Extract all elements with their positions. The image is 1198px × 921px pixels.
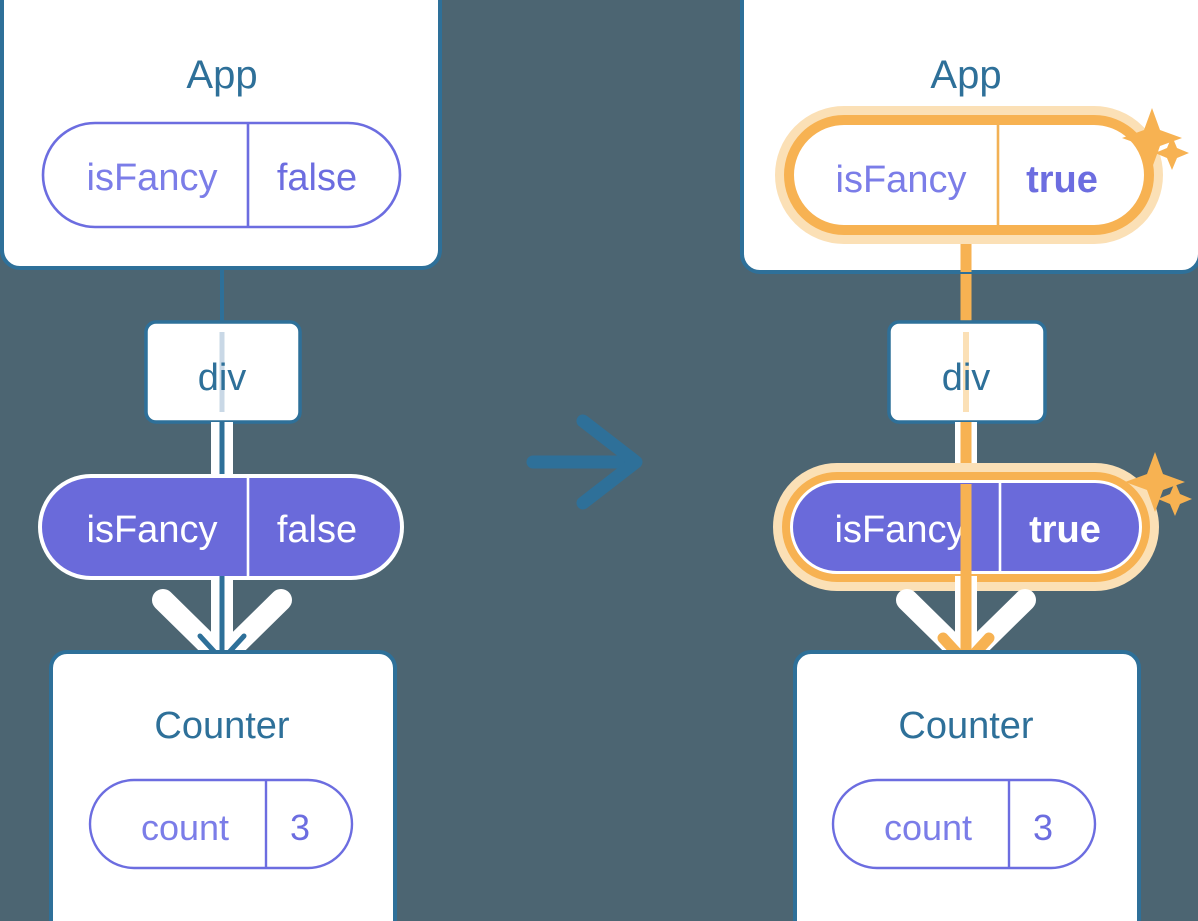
state-pill-glow-after: [775, 106, 1163, 244]
sparkle-large-icon: [1122, 108, 1182, 168]
component-box-counter-before: Counter count 3: [49, 650, 397, 921]
count-pill-value-before: 3: [290, 807, 310, 848]
element-box-div-before: div: [144, 320, 302, 424]
prop-pill-value-before: false: [277, 509, 357, 551]
count-pill-key-after: count: [884, 807, 972, 848]
sparkle-group-app-after: [1122, 108, 1189, 170]
prop-pill-isfancy-before: isFancy false: [38, 474, 404, 580]
prop-arrow-to-counter-before: [152, 576, 292, 669]
state-pill-outline-after: [784, 115, 1154, 235]
prop-pill-key-after: isFancy: [835, 509, 966, 551]
prop-pill-key-before: isFancy: [87, 509, 218, 551]
component-box-counter-after: Counter count 3: [793, 650, 1141, 921]
counter-box-title-after: Counter: [898, 705, 1034, 747]
element-box-div-after: div: [887, 320, 1047, 424]
component-box-app-before: App isFancy false: [0, 0, 442, 270]
state-pill-isfancy-before: isFancy false: [41, 121, 402, 229]
count-pill-value-after: 3: [1033, 807, 1053, 848]
state-pill-outline-before: [41, 121, 402, 229]
state-pill-count-after: count 3: [831, 778, 1097, 870]
div-box-title-after: div: [942, 357, 991, 399]
count-pill-key-before: count: [141, 807, 229, 848]
count-pill-outline-before: [88, 778, 354, 870]
component-box-app-after: App isFancy true: [740, 0, 1198, 274]
sparkle-small-icon: [1155, 136, 1189, 170]
state-pill-key-before: isFancy: [87, 157, 218, 199]
prop-pill-fill-before: [42, 478, 400, 576]
counter-box-title-before: Counter: [154, 705, 290, 747]
transition-arrow: [526, 414, 643, 510]
app-box-title-before: App: [186, 53, 257, 97]
state-pill-value-before: false: [277, 157, 357, 199]
state-pill-key-after: isFancy: [836, 159, 967, 201]
sparkle-large-icon: [1125, 452, 1185, 512]
sparkle-group-prop-after: [1125, 452, 1192, 516]
panel-before: App isFancy false div: [0, 0, 442, 921]
state-pill-count-before: count 3: [88, 778, 354, 870]
prop-pill-value-after: true: [1029, 509, 1101, 551]
app-box-title-after: App: [930, 53, 1001, 97]
state-pill-value-after: true: [1026, 159, 1098, 201]
state-pill-isfancy-after[interactable]: isFancy true: [775, 106, 1163, 244]
panel-after: App isFancy true: [740, 0, 1198, 921]
div-box-title-before: div: [198, 357, 247, 399]
sparkle-small-icon: [1158, 482, 1192, 516]
count-pill-outline-after: [831, 778, 1097, 870]
